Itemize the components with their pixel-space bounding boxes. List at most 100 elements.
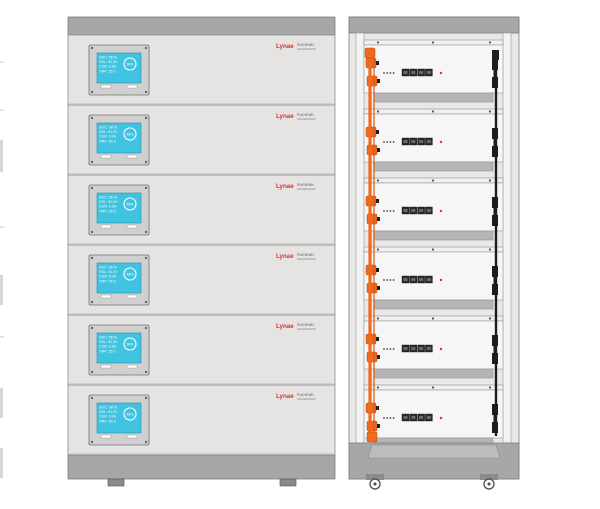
- rack-wheel-left: [366, 474, 384, 490]
- brand-model: PLW 5KWH: [297, 323, 314, 327]
- indicator-dot-icon: [383, 417, 385, 419]
- rack-battery-module: [363, 246, 504, 310]
- indicator-dot-icon: [383, 279, 385, 281]
- brand-series: SOLARSTACK: [297, 257, 316, 261]
- screw-icon: [144, 300, 148, 304]
- module-handle-strip: [373, 299, 494, 310]
- lcd-line: VOL: 51.2V: [99, 60, 118, 64]
- display-button-right: [126, 434, 138, 439]
- screw-icon: [376, 317, 380, 320]
- display-button-right: [126, 364, 138, 369]
- screw-icon: [144, 440, 148, 444]
- lcd-line: CUR: 0.0A: [99, 205, 117, 209]
- brand-model: PLW 5KWH: [297, 183, 314, 187]
- screw-icon: [90, 46, 94, 50]
- rack-wheel-right: [480, 474, 498, 490]
- display-button-left: [100, 224, 112, 229]
- indicator-dot-icon: [386, 141, 389, 143]
- front-base: [67, 454, 336, 480]
- screw-icon: [144, 90, 148, 94]
- screw-icon: [488, 179, 492, 182]
- indicator-dot-icon: [383, 141, 385, 143]
- display-button-left: [100, 434, 112, 439]
- rack-rail-right: [502, 32, 512, 444]
- front-top-cap: [67, 16, 336, 36]
- lcd-line: SOC: 98 %: [99, 266, 118, 270]
- lcd-line: TMP: 25 C: [99, 209, 117, 213]
- screw-icon: [90, 440, 94, 444]
- soc-gauge-label: 98%: [126, 133, 134, 137]
- display-button-right: [126, 84, 138, 89]
- screw-icon: [144, 160, 148, 164]
- screw-icon: [144, 370, 148, 374]
- brand-name: Lynae: [276, 253, 294, 260]
- screw-icon: [144, 396, 148, 400]
- indicator-dot-icon: [389, 279, 392, 281]
- lcd-line: SOC: 98 %: [99, 336, 118, 340]
- display-button-right: [126, 154, 138, 159]
- screw-icon: [488, 386, 492, 389]
- screw-icon: [90, 160, 94, 164]
- front-foot-right: [279, 478, 297, 487]
- brand-model: PLW 5KWH: [297, 113, 314, 117]
- indicator-dot-icon: [389, 210, 392, 212]
- display-button-left: [100, 84, 112, 89]
- brand-name: Lynae: [276, 323, 294, 330]
- screw-icon: [431, 179, 435, 182]
- screw-icon: [90, 396, 94, 400]
- screw-icon: [90, 326, 94, 330]
- status-led-icon: [439, 140, 443, 144]
- status-led-icon: [439, 278, 443, 282]
- indicator-dot-icon: [392, 141, 395, 143]
- lcd-line: SOC: 98 %: [99, 126, 118, 130]
- screw-icon: [90, 370, 94, 374]
- display-button-right: [126, 224, 138, 229]
- indicator-dot-icon: [389, 141, 392, 143]
- rack-view-cabinet: [348, 16, 520, 490]
- module-handle-strip: [373, 92, 494, 103]
- lcd-line: CUR: 0.0A: [99, 345, 117, 349]
- soc-gauge-icon: [123, 197, 137, 211]
- orange-power-cable: [364, 47, 378, 443]
- screw-icon: [488, 110, 492, 113]
- module-handle-strip: [373, 230, 494, 241]
- lcd-line: VOL: 51.2V: [99, 410, 118, 414]
- status-led-icon: [439, 416, 443, 420]
- indicator-dot-icon: [383, 72, 385, 74]
- lcd-line: VOL: 51.2V: [99, 270, 118, 274]
- lcd-line: CUR: 0.0A: [99, 275, 117, 279]
- brand-model: PLW 5KWH: [297, 43, 314, 47]
- screw-icon: [144, 230, 148, 234]
- lcd-line: SOC: 98 %: [99, 196, 118, 200]
- indicator-dot-icon: [383, 348, 385, 350]
- indicator-dot-icon: [389, 72, 392, 74]
- screw-icon: [90, 90, 94, 94]
- brand-name: Lynae: [276, 43, 294, 50]
- indicator-dot-icon: [386, 72, 389, 74]
- lcd-line: VOL: 51.2V: [99, 200, 118, 204]
- screw-icon: [488, 248, 492, 251]
- soc-gauge-icon: [123, 127, 137, 141]
- screw-icon: [431, 41, 435, 44]
- brand-series: SOLARSTACK: [297, 117, 316, 121]
- screw-icon: [488, 317, 492, 320]
- screw-icon: [90, 300, 94, 304]
- indicator-dot-icon: [392, 72, 395, 74]
- module-handle-strip: [373, 161, 494, 172]
- soc-gauge-icon: [123, 407, 137, 421]
- display-button-left: [100, 294, 112, 299]
- screw-icon: [431, 386, 435, 389]
- lcd-line: TMP: 25 C: [99, 139, 117, 143]
- screw-icon: [488, 41, 492, 44]
- rack-top-cap: [348, 16, 520, 34]
- screw-icon: [144, 46, 148, 50]
- lcd-line: SOC: 98 %: [99, 56, 118, 60]
